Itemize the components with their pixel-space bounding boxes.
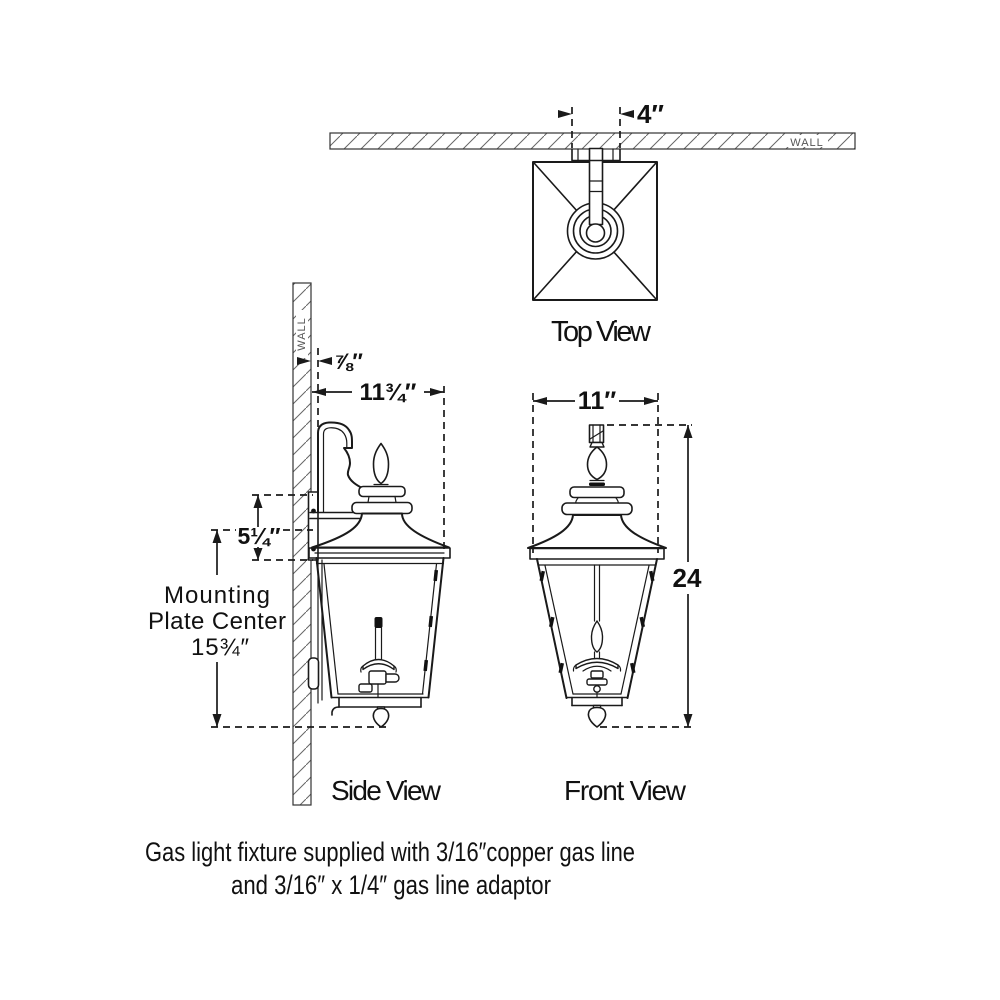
dim-11in: 11″ (532, 387, 659, 553)
front-roof (527, 514, 667, 549)
side-roof-plate (308, 547, 451, 559)
front-stem (588, 424, 605, 444)
side-view: WALL (148, 282, 451, 806)
side-hinge-marks (423, 569, 439, 672)
mounting-note-line2: Plate Center (148, 608, 286, 635)
side-bottom-finial (372, 706, 390, 728)
side-cap-tier2 (351, 501, 413, 515)
side-cap-tier1 (358, 485, 406, 498)
front-burner (572, 564, 622, 698)
front-bottom-band (565, 696, 629, 707)
front-finial-candle (586, 441, 608, 490)
dim-7-8in: ⅞″ (297, 348, 363, 428)
side-burner (358, 617, 400, 698)
caption-line-1: Gas light fixture supplied with 3/16″cop… (145, 837, 635, 867)
dim-5-1-4in-label: 5¼″ (238, 523, 281, 549)
front-roof-plate (529, 547, 665, 560)
wall-label-side: WALL (296, 317, 308, 351)
wall-label-top: WALL (790, 137, 824, 149)
top-view: WALL 4″ Top V (329, 99, 856, 348)
dim-24in-label: 24 (673, 563, 702, 593)
wall-bracket (571, 148, 621, 162)
dim-15-3-4in (211, 530, 390, 728)
side-bottom-band (330, 696, 430, 708)
front-cap-tier1 (569, 486, 625, 499)
front-lantern-body (536, 558, 658, 699)
top-wall (329, 132, 856, 150)
mounting-plate (307, 491, 319, 561)
dim-11-3-4in: 11¾″ (312, 379, 445, 552)
front-hinge-marks (539, 570, 655, 674)
front-view: 11″ 24 Front View (527, 387, 702, 806)
dim-11-3-4in-label: 11¾″ (360, 379, 417, 406)
front-view-title: Front View (564, 775, 687, 806)
scroll-arm (317, 421, 372, 513)
mounting-note-line1: Mounting (164, 582, 270, 609)
mounting-note-line3: 15¾″ (191, 634, 250, 661)
pivot-ring (585, 223, 606, 243)
gas-junction-box (307, 657, 320, 690)
caption: Gas light fixture supplied with 3/16″cop… (145, 837, 635, 900)
dim-4in-label: 4″ (637, 99, 664, 129)
mounting-arm-top (588, 147, 604, 226)
top-view-title: Top View (551, 316, 652, 348)
dim-11in-label: 11″ (578, 387, 616, 415)
dim-4in: 4″ (558, 99, 664, 148)
front-cap-tier2 (561, 502, 633, 516)
front-bottom-finial (587, 704, 607, 728)
dim-5-1-4in: 5¼″ (211, 494, 313, 561)
mounting-note: Mounting Plate Center 15¾″ (148, 582, 286, 661)
side-lantern-body (315, 557, 445, 699)
side-view-title: Side View (331, 775, 442, 806)
side-finial-candle (370, 442, 392, 492)
dim-24in: 24 (600, 424, 702, 728)
caption-line-2: and 3/16″ x 1/4″ gas line adaptor (231, 870, 551, 900)
dim-7-8in-label: ⅞″ (334, 349, 363, 374)
gas-conduit (317, 559, 340, 716)
